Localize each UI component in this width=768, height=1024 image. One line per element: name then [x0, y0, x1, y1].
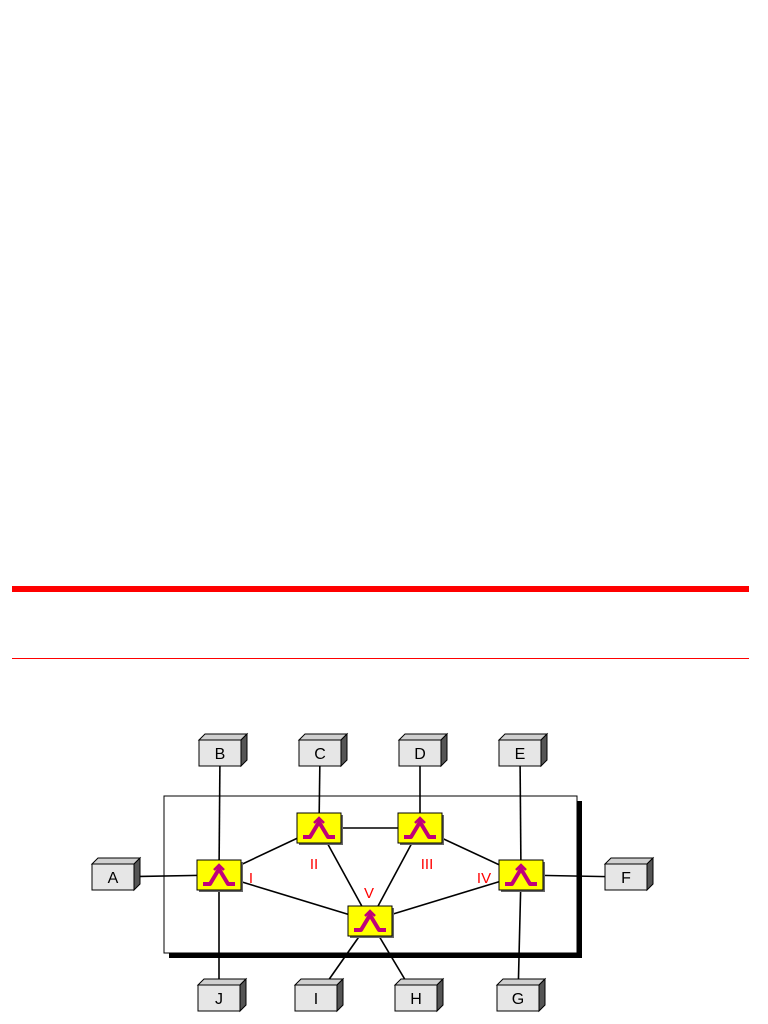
- thick-red-rule: [12, 586, 749, 592]
- host-label: E: [515, 746, 526, 763]
- router-icon: [404, 816, 436, 839]
- router-III: [397, 812, 444, 845]
- host-label: I: [314, 991, 318, 1008]
- host-label: A: [108, 870, 119, 887]
- router-II: [296, 812, 343, 845]
- host-D: D: [397, 732, 449, 768]
- thin-red-rule: [12, 658, 749, 659]
- router-icon: [354, 909, 386, 932]
- router-V: [347, 905, 394, 938]
- link-R5-R4: [369, 874, 522, 922]
- host-label: J: [215, 991, 223, 1008]
- host-A: A: [90, 856, 142, 892]
- router-label: I: [249, 870, 253, 887]
- router-icon: [505, 863, 537, 886]
- host-label: B: [215, 746, 226, 763]
- host-label: G: [512, 991, 524, 1008]
- host-label: D: [414, 746, 426, 763]
- router-label: III: [421, 856, 434, 873]
- router-label: II: [310, 856, 318, 873]
- host-C: C: [297, 732, 349, 768]
- host-B: B: [197, 732, 249, 768]
- host-I: I: [293, 977, 345, 1013]
- host-J: J: [196, 977, 248, 1013]
- link-G-R4: [517, 874, 522, 999]
- host-label: C: [314, 746, 326, 763]
- router-label: V: [364, 885, 374, 902]
- host-H: H: [393, 977, 445, 1013]
- router-IV: [498, 859, 545, 892]
- link-R1-R5: [218, 874, 371, 922]
- host-G: G: [495, 977, 547, 1013]
- host-E: E: [497, 732, 549, 768]
- router-I: [196, 859, 243, 892]
- link-B-R1: [218, 752, 221, 876]
- router-icon: [303, 816, 335, 839]
- router-label: IV: [477, 870, 491, 887]
- link-E-R4: [519, 752, 522, 876]
- host-label: H: [410, 991, 422, 1008]
- router-icon: [203, 863, 235, 886]
- host-F: F: [603, 856, 655, 892]
- host-label: F: [621, 870, 631, 887]
